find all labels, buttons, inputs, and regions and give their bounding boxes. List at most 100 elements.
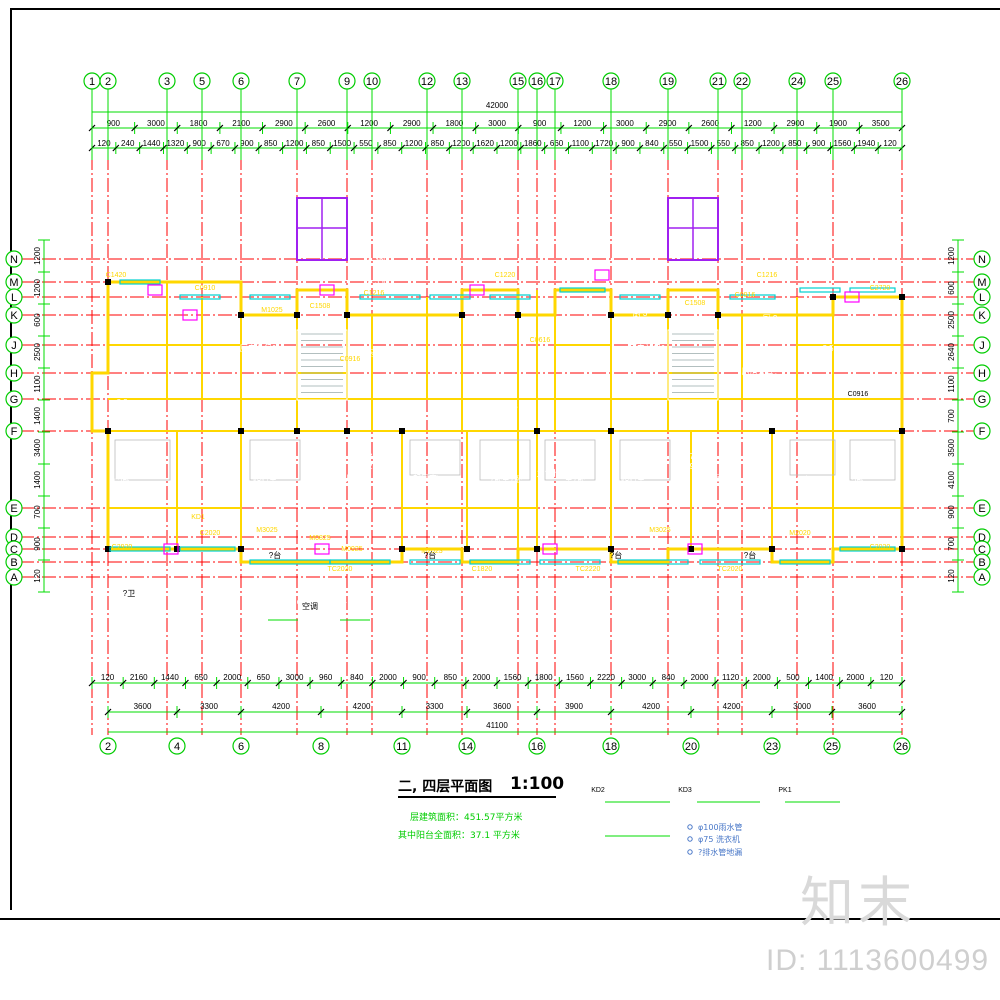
opening-tag: TC2020	[328, 566, 353, 573]
bed-furniture	[479, 439, 531, 481]
window	[429, 294, 471, 300]
room-label: ? 5	[822, 344, 834, 353]
dim-bottom-row2-label: 3600	[134, 702, 152, 711]
dim-top-row1-slash	[728, 124, 735, 132]
dim-left-label: 120	[33, 569, 42, 583]
window	[409, 559, 461, 565]
misc-label: 空调	[302, 601, 318, 611]
structural-column	[105, 546, 111, 552]
axis-top-26: 26	[896, 76, 908, 88]
axis-left-D: D	[10, 532, 18, 544]
axis-bottom-18-circle	[602, 737, 620, 755]
structural-column	[608, 428, 614, 434]
opening-tag: M2020	[789, 530, 811, 537]
elevation-mark: H+1.900	[337, 598, 368, 607]
dim-bottom-row1-slash	[555, 679, 563, 687]
axis-top-17: 17	[549, 76, 561, 88]
dim-top-row2-label: 550	[359, 139, 373, 148]
dim-bottom-row1-slash	[182, 679, 189, 687]
structural-column	[464, 546, 470, 552]
window	[839, 546, 896, 552]
structural-column	[459, 312, 465, 318]
dim-top-row2-label: 1620	[476, 139, 494, 148]
axis-bottom-26: 26	[896, 741, 908, 753]
dim-bottom-row1-label: 2000	[846, 673, 864, 682]
dim-bottom-row1-label: 2000	[223, 673, 241, 682]
dim-bottom-row1-label: 850	[444, 673, 458, 682]
dim-bottom-row1-label: 1800	[535, 673, 553, 682]
structural-column	[399, 428, 405, 434]
dim-top-row2-label: 660	[550, 139, 564, 148]
room-label: 厨房兼餐?	[742, 366, 779, 376]
axis-bottom-18: 18	[605, 741, 617, 753]
dim-bottom-row1-slash	[805, 679, 812, 687]
room-label: ?卧	[204, 477, 216, 486]
bed-furniture	[114, 439, 171, 481]
axis-right-L: L	[979, 292, 985, 304]
bed-furniture	[409, 439, 461, 476]
dim-right-label: 120	[947, 569, 956, 583]
axis-top-3: 3	[164, 76, 170, 88]
dim-bottom-row1-label: 500	[786, 673, 800, 682]
axis-bottom-11-circle	[393, 737, 411, 755]
legend-symbol	[687, 824, 693, 830]
room-label: 主?卧	[502, 474, 522, 484]
structural-column	[688, 546, 694, 552]
axis-right-K-circle	[973, 306, 991, 324]
dim-top-row1-label: 2600	[701, 119, 719, 128]
dim-right-label: 700	[947, 537, 956, 551]
structural-column	[769, 546, 775, 552]
dim-bottom-row1-slash	[680, 679, 688, 687]
room-label: 主?卧	[110, 476, 130, 486]
opening-tag: M3025	[649, 527, 671, 534]
axis-bottom-23: 23	[766, 741, 778, 753]
room-label: ?卧	[852, 477, 864, 486]
stair-well	[667, 329, 719, 401]
opening-tag: C1508	[685, 300, 706, 307]
axis-grid-lines	[20, 90, 982, 735]
dim-top-row2-slash	[517, 144, 525, 152]
dim-bottom-row2-label: 3300	[426, 702, 444, 711]
dim-top-row1-label: 3000	[147, 119, 165, 128]
opening-tag: C2020	[870, 544, 891, 551]
dim-top-row2-slash	[731, 144, 739, 152]
axis-bottom-4-circle	[168, 737, 186, 755]
dim-bottom-row1-label: 120	[880, 673, 894, 682]
dim-bottom-row1-label: 2000	[473, 673, 491, 682]
dim-bottom-row1-slash	[711, 679, 719, 687]
dim-bottom-row1-slash	[431, 679, 439, 687]
dim-bottom-row1-label: 2000	[691, 673, 709, 682]
dim-bottom-row2-label: 4200	[272, 702, 290, 711]
dim-top-row1-slash	[216, 124, 224, 132]
opening-tag: M3025	[256, 527, 278, 534]
room-label: 厨 3	[633, 309, 648, 318]
dim-bottom-row2-slash	[237, 708, 245, 716]
dim-bottom-row2-label: 3600	[858, 702, 876, 711]
dim-top-row1-label: 2900	[275, 119, 293, 128]
structural-column	[294, 428, 300, 434]
opening-tag: C1220	[495, 272, 516, 279]
dim-top-row1-label: 2600	[318, 119, 336, 128]
axis-left-L-circle	[5, 288, 23, 306]
axis-top-2: 2	[105, 76, 111, 88]
axis-top-9: 9	[344, 76, 350, 88]
dim-bottom-row2-label: 4200	[723, 702, 741, 711]
axis-right-E: E	[978, 503, 985, 515]
dim-top-row1-slash	[813, 124, 821, 132]
opening-tag: C0916	[340, 356, 361, 363]
dim-top-row2-slash	[707, 144, 715, 152]
dim-top-row2-slash	[874, 144, 882, 152]
dim-top-row2-slash	[493, 144, 501, 152]
dim-top-row1-slash	[386, 124, 394, 132]
dim-top-row2-slash	[160, 144, 167, 152]
legend-line-tag: KD2	[591, 787, 605, 794]
dim-top-row2-label: 850	[431, 139, 445, 148]
axis-top-10: 10	[366, 76, 378, 88]
dim-top-row2-label: 850	[740, 139, 754, 148]
axis-left-A: A	[10, 572, 18, 584]
elevation-mark: 8.700	[683, 452, 704, 461]
dim-top-row2-label: 900	[621, 139, 635, 148]
axis-right-L-circle	[973, 288, 991, 306]
